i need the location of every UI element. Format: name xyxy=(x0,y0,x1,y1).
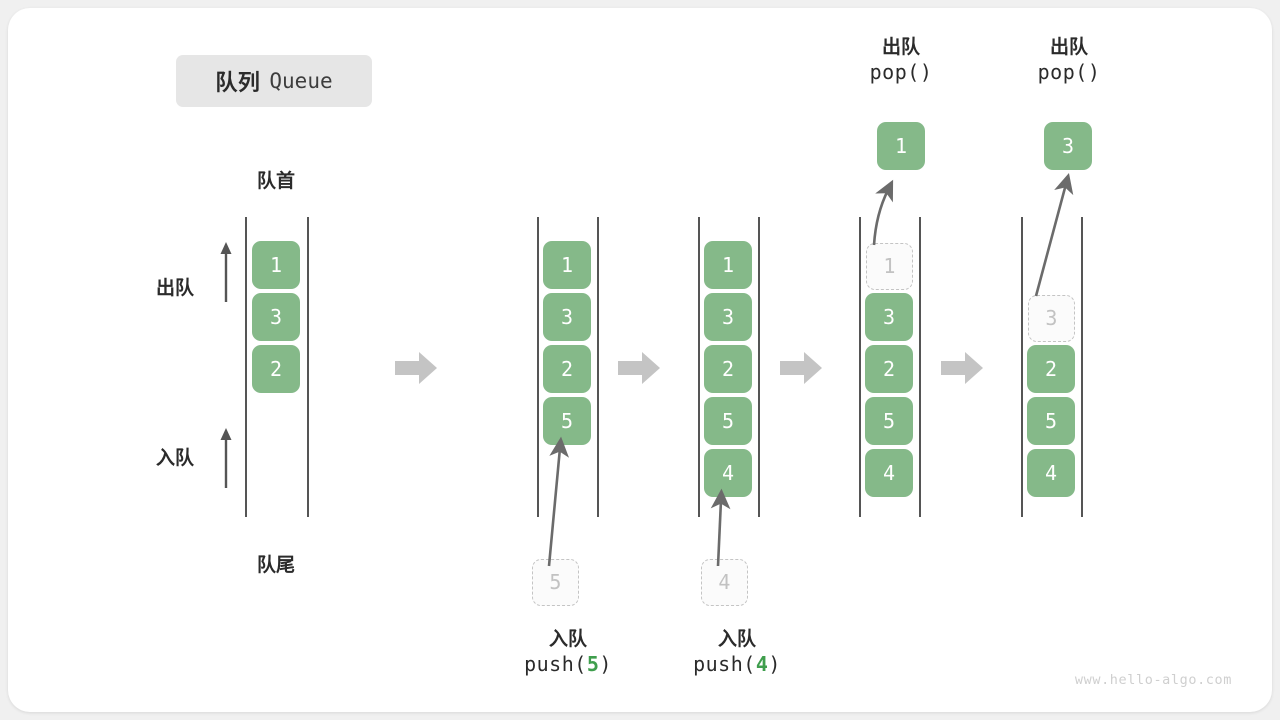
stage5-ghost-element: 3 xyxy=(1028,295,1075,342)
stage4-element-3: 4 xyxy=(865,449,913,497)
stage2-code-prefix: push( xyxy=(524,652,587,677)
diagram-card: 队列 Queue 队首 队尾 出队 入队 1 3 2 1 3 2 5 5 入队 … xyxy=(8,8,1272,712)
step-arrow-1-icon xyxy=(395,352,437,384)
stage4-ghost-element: 1 xyxy=(866,243,913,290)
stage1-element-2: 2 xyxy=(252,345,300,393)
stage4-element-1: 2 xyxy=(865,345,913,393)
stage3-rail-left xyxy=(698,217,700,517)
stage4-code-prefix: pop( xyxy=(869,60,920,85)
stage1-element-0: 1 xyxy=(252,241,300,289)
stage2-ghost-element: 5 xyxy=(532,559,579,606)
stage5-operation-code: pop() xyxy=(1038,60,1101,86)
stage5-element-1: 5 xyxy=(1027,397,1075,445)
label-dequeue: 出队 xyxy=(156,278,195,299)
stage3-element-2: 2 xyxy=(704,345,752,393)
stage3-element-0: 1 xyxy=(704,241,752,289)
stage2-element-1: 3 xyxy=(543,293,591,341)
stage4-operation-cn: 出队 xyxy=(881,37,920,58)
stage3-code-value: 4 xyxy=(755,652,769,677)
stage5-element-0: 2 xyxy=(1027,345,1075,393)
stage3-operation-code: push(4) xyxy=(693,652,781,678)
stage5-rail-left xyxy=(1021,217,1023,517)
stage2-code-suffix: ) xyxy=(599,652,612,677)
pop-3-arrow-icon xyxy=(1034,172,1074,297)
stage5-operation-cn: 出队 xyxy=(1049,37,1088,58)
stage4-operation-label: 出队 pop() xyxy=(870,36,933,86)
stage1-element-1: 3 xyxy=(252,293,300,341)
stage2-element-0: 1 xyxy=(543,241,591,289)
stage4-popped-element: 1 xyxy=(877,122,925,170)
title-en: Queue xyxy=(269,69,333,93)
stage3-operation-cn: 入队 xyxy=(717,629,756,650)
title-badge: 队列 Queue xyxy=(176,55,372,107)
stage1-rail-right xyxy=(307,217,309,517)
stage2-rail-left xyxy=(537,217,539,517)
stage5-code-prefix: pop( xyxy=(1037,60,1088,85)
stage2-operation-code: push(5) xyxy=(524,652,612,678)
stage4-operation-code: pop() xyxy=(870,60,933,86)
stage2-element-2: 2 xyxy=(543,345,591,393)
enqueue-direction-arrow-icon xyxy=(220,428,232,488)
stage2-operation-label: 入队 push(5) xyxy=(524,628,612,678)
stage5-rail-right xyxy=(1081,217,1083,517)
stage2-code-value: 5 xyxy=(586,652,600,677)
stage3-code-prefix: push( xyxy=(693,652,756,677)
dequeue-direction-arrow-icon xyxy=(220,242,232,302)
label-head: 队首 xyxy=(256,171,296,192)
stage4-rail-left xyxy=(859,217,861,517)
stage3-element-4: 4 xyxy=(704,449,752,497)
stage3-element-1: 3 xyxy=(704,293,752,341)
stage4-element-2: 5 xyxy=(865,397,913,445)
stage4-code-suffix: ) xyxy=(919,60,933,85)
stage2-element-3: 5 xyxy=(543,397,591,445)
stage5-operation-label: 出队 pop() xyxy=(1038,36,1101,86)
step-arrow-2-icon xyxy=(618,352,660,384)
title-cn: 队列 xyxy=(215,70,261,95)
stage3-element-3: 5 xyxy=(704,397,752,445)
pop-1-arrow-icon xyxy=(872,179,894,246)
stage5-code-suffix: ) xyxy=(1087,60,1101,85)
step-arrow-3-icon xyxy=(780,352,822,384)
stage3-ghost-element: 4 xyxy=(701,559,748,606)
stage2-operation-cn: 入队 xyxy=(548,629,587,650)
stage2-rail-right xyxy=(597,217,599,517)
stage4-rail-right xyxy=(919,217,921,517)
step-arrow-4-icon xyxy=(941,352,983,384)
label-enqueue: 入队 xyxy=(156,448,195,469)
stage4-element-0: 3 xyxy=(865,293,913,341)
stage5-element-2: 4 xyxy=(1027,449,1075,497)
push-5-arrow-icon xyxy=(547,436,570,567)
stage3-rail-right xyxy=(758,217,760,517)
label-tail: 队尾 xyxy=(256,555,296,576)
push-4-arrow-icon xyxy=(710,488,731,567)
stage3-operation-label: 入队 push(4) xyxy=(693,628,781,678)
stage5-popped-element: 3 xyxy=(1044,122,1092,170)
stage3-code-suffix: ) xyxy=(768,652,781,677)
stage1-rail-left xyxy=(245,217,247,517)
watermark: www.hello-algo.com xyxy=(1074,672,1232,688)
